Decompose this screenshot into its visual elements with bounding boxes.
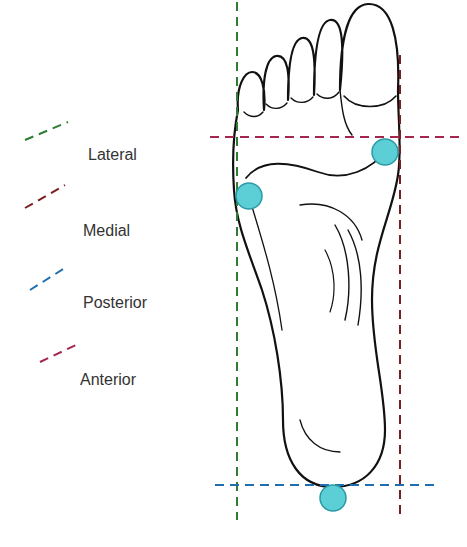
- arch-line: [348, 230, 361, 325]
- toe-crease: [266, 103, 287, 108]
- arch-line: [325, 250, 334, 312]
- heel-line: [300, 420, 340, 452]
- arch-line: [300, 204, 362, 240]
- legend-sample: [25, 122, 68, 140]
- marker-dot: [372, 139, 398, 165]
- legend-label: Lateral: [88, 145, 137, 164]
- medial-line: [399, 55, 401, 520]
- posterior-line: [215, 484, 435, 486]
- legend-sample: [30, 266, 68, 290]
- legend-sample: [25, 185, 65, 208]
- foot-outline: [233, 4, 400, 487]
- toe-crease: [291, 97, 313, 102]
- arch-line: [335, 225, 349, 320]
- lateral-edge-line: [250, 200, 282, 330]
- legend-label: Anterior: [80, 370, 136, 389]
- toe-crease: [244, 112, 263, 117]
- legend-label: Medial: [83, 221, 130, 240]
- lateral-line: [236, 2, 238, 520]
- anterior-line: [210, 136, 460, 138]
- marker-dot: [236, 183, 262, 209]
- marker-dot: [320, 485, 346, 511]
- toe-crease: [317, 92, 339, 98]
- toe-crease: [344, 96, 396, 107]
- toe-gap: [340, 90, 352, 135]
- legend-sample: [40, 344, 78, 362]
- legend-label: Posterior: [83, 293, 147, 312]
- ball-line: [246, 148, 388, 178]
